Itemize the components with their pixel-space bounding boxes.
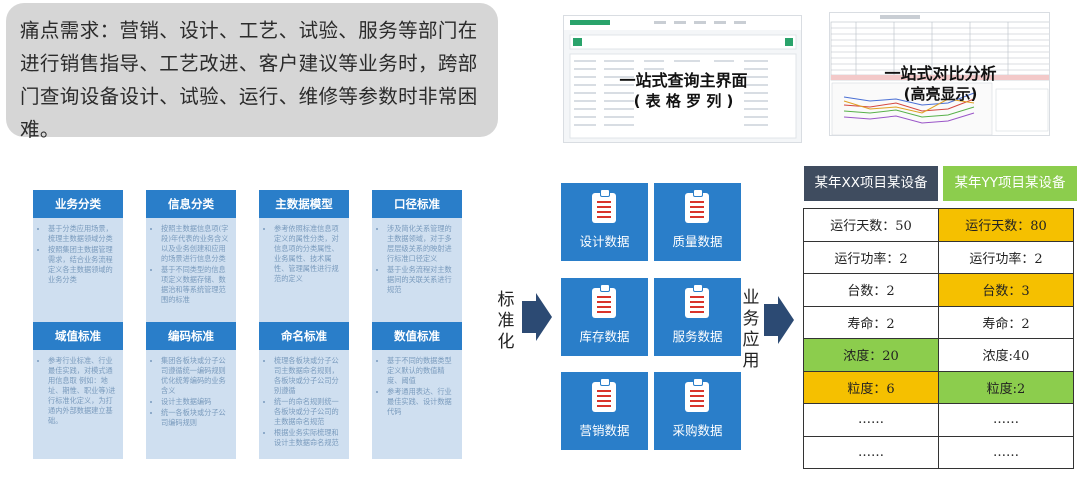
compare-cell-a: 寿命：2 <box>803 305 939 339</box>
compare-cell-b: 运行天数：80 <box>938 208 1074 242</box>
data-tile-service: 服务数据 <box>654 278 741 356</box>
data-tile-label: 库存数据 <box>579 329 630 344</box>
clipboard-icon <box>685 189 709 223</box>
standard-item: 设计主数据编码 <box>161 397 231 407</box>
standard-card-master-data-model: 主数据模型 参考依照标准信息项定义的属性分类，对信息项的分类属性、业务属性、技术… <box>259 190 349 327</box>
data-tile-label: 服务数据 <box>672 329 723 344</box>
standard-item: 基于不同类型的信息项定义数据存储、数据治和等系统管理范围的标准 <box>161 265 231 305</box>
compare-cell-b: …… <box>938 403 1074 437</box>
query-caption-title: 一站式查询主界面 <box>619 71 748 90</box>
standard-item: 参考通用表达、行业最佳实践、设计数据代码 <box>387 387 457 417</box>
compare-cell-a: …… <box>803 435 939 469</box>
standardize-label: 标准化 <box>496 290 516 353</box>
compare-cell-a: 台数：2 <box>803 273 939 307</box>
standard-card-title: 数值标准 <box>372 322 462 350</box>
standard-item: 按照集团主数据管理需求，结合业务流程定义各主数据领域的业务分类 <box>48 245 118 285</box>
standard-card-info-category: 信息分类 按照主数据信息项(字段)年代表的业务含义以及业务创建和应用的场景进行信… <box>146 190 236 327</box>
standard-card-title: 业务分类 <box>33 190 123 218</box>
compare-analysis-mockup <box>830 15 1049 135</box>
data-tile-quality: 质量数据 <box>654 183 741 261</box>
compare-cell-b: 台数：3 <box>938 273 1074 307</box>
compare-cell-b: …… <box>938 435 1074 469</box>
standard-item: 集团各板块或分子公司遵循统一编码规则优化统筹编码的业务含义 <box>161 356 231 396</box>
compare-cell-a: 浓度：20 <box>803 338 939 372</box>
standard-item: 基于不同的数据类型定义默认的数值精度、阈值 <box>387 356 457 386</box>
compare-row: ………… <box>803 435 1074 469</box>
data-tile-label: 设计数据 <box>579 234 630 249</box>
compare-cell-a: 运行天数：50 <box>803 208 939 242</box>
standardize-arrow-icon <box>522 293 552 341</box>
standard-card-title: 信息分类 <box>146 190 236 218</box>
standard-card-title: 域值标准 <box>33 322 123 350</box>
data-tile-label: 采购数据 <box>672 423 723 438</box>
data-tile-procurement: 采购数据 <box>654 372 741 450</box>
compare-cell-a: 粒度：6 <box>803 370 939 404</box>
standard-card-scope-standard: 口径标准 涉及简化关系管理的主数据领域，对于多层层级关系的映射进行标准口径定义基… <box>372 190 462 327</box>
query-caption-subtitle: ( 表 格 罗 列 ) <box>633 92 734 110</box>
data-tile-design: 设计数据 <box>561 183 648 261</box>
apply-label: 业务应用 <box>741 288 761 372</box>
data-tile-label: 质量数据 <box>672 234 723 249</box>
standard-item: 按照主数据信息项(字段)年代表的业务含义以及业务创建和应用的场景进行信息分类 <box>161 224 231 264</box>
data-tile-inventory: 库存数据 <box>561 278 648 356</box>
standardize-text: 标准化 <box>497 290 515 352</box>
compare-row: ………… <box>803 403 1074 437</box>
clipboard-icon <box>592 284 616 318</box>
standard-item: 基于分类应用场景，梳理主数据领域分类 <box>48 224 118 244</box>
compare-cell-b: 寿命：2 <box>938 305 1074 339</box>
query-interface-mockup <box>564 16 801 139</box>
standard-item: 梳理各板块或分子公司主数据命名规则，各板块或分子公司分别遵循 <box>274 356 344 396</box>
standard-item: 基于业务流程对主数据间的关联关系进行规范 <box>387 265 457 295</box>
standard-item: 参考依照标准信息项定义的属性分类，对信息项的分类属性、业务属性、技术属性、管理属… <box>274 224 344 284</box>
compare-caption-title: 一站式对比分析 <box>884 64 997 83</box>
pain-point-callout: 痛点需求：营销、设计、工艺、试验、服务等部门在进行销售指导、工艺改进、客户建议等… <box>6 3 498 141</box>
standard-card-title: 命名标准 <box>259 322 349 350</box>
compare-analysis-thumbnail: 一站式对比分析 (高亮显示) <box>829 12 1050 136</box>
compare-cell-a: …… <box>803 403 939 437</box>
compare-header-b: 某年YY项目某设备 <box>943 166 1077 201</box>
clipboard-icon <box>592 189 616 223</box>
standard-item: 根据业务实际梳理和设计主数据命名规范 <box>274 428 344 448</box>
apply-arrow-icon <box>764 296 794 344</box>
standard-card-business-category: 业务分类 基于分类应用场景，梳理主数据领域分类按照集团主数据管理需求，结合业务流… <box>33 190 123 327</box>
standard-card-title: 编码标准 <box>146 322 236 350</box>
apply-text: 业务应用 <box>742 288 760 371</box>
clipboard-icon <box>685 284 709 318</box>
standard-item: 涉及简化关系管理的主数据领域，对于多层层级关系的映射进行标准口径定义 <box>387 224 457 264</box>
compare-cell-b: 浓度:40 <box>938 338 1074 372</box>
pain-point-text: 痛点需求：营销、设计、工艺、试验、服务等部门在进行销售指导、工艺改进、客户建议等… <box>20 19 478 141</box>
data-tile-marketing: 营销数据 <box>561 372 648 450</box>
standard-card-coding-standard: 编码标准 集团各板块或分子公司遵循统一编码规则优化统筹编码的业务含义设计主数据编… <box>146 322 236 459</box>
standard-card-domain-value: 域值标准 参考行业标准、行业最佳实践，对模式通用信息取 例如：地址、期惟、职业等… <box>33 322 123 459</box>
data-tile-label: 营销数据 <box>579 423 630 438</box>
standard-card-title: 主数据模型 <box>259 190 349 218</box>
standard-card-title: 口径标准 <box>372 190 462 218</box>
compare-header-a: 某年XX项目某设备 <box>804 166 938 201</box>
compare-cell-b: 运行功率：2 <box>938 240 1074 274</box>
compare-caption-subtitle: (高亮显示) <box>903 85 978 103</box>
compare-cell-a: 运行功率：2 <box>803 240 939 274</box>
query-interface-thumbnail: 一站式查询主界面 ( 表 格 罗 列 ) <box>563 15 802 143</box>
standard-item: 统一各板块或分子公司编码规则 <box>161 408 231 428</box>
standard-card-numeric-standard: 数值标准 基于不同的数据类型定义默认的数值精度、阈值参考通用表达、行业最佳实践、… <box>372 322 462 459</box>
standard-card-naming-standard: 命名标准 梳理各板块或分子公司主数据命名规则，各板块或分子公司分别遵循统一的命名… <box>259 322 349 459</box>
clipboard-icon <box>592 378 616 412</box>
standard-item: 参考行业标准、行业最佳实践，对模式通用信息取 例如：地址、期惟、职业等)进行标准… <box>48 356 118 426</box>
compare-cell-b: 粒度:2 <box>938 370 1074 404</box>
clipboard-icon <box>685 378 709 412</box>
standard-item: 统一的命名规则统一各板块或分子公司的主数据命名规范 <box>274 397 344 427</box>
